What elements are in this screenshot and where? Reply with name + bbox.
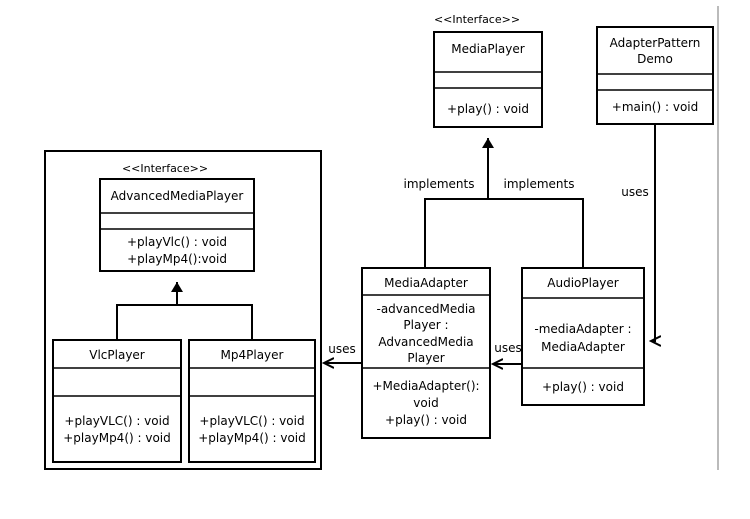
implements-connector (424, 138, 584, 268)
stereotype-label: <<Interface>> (434, 13, 520, 26)
method-play: +play() : void (542, 380, 624, 394)
class-name: AdvancedMediaPlayer (111, 189, 244, 203)
attribute-line-4: Player (407, 351, 444, 365)
class-advanced-media-player: <<Interface>> AdvancedMediaPlayer +playV… (99, 162, 255, 272)
method-constructor: +MediaAdapter(): (372, 379, 479, 393)
attribute-line-1: -mediaAdapter : (534, 322, 631, 336)
class-name: MediaAdapter (384, 276, 468, 290)
class-name: AudioPlayer (547, 276, 619, 290)
attribute-line-1: -advancedMedia (377, 302, 476, 316)
implements-connector-advanced (116, 282, 253, 340)
method-play-mp4: +playMp4() : void (63, 431, 171, 445)
attribute-line-2: MediaAdapter (541, 340, 625, 354)
uses-label-audio: uses (494, 341, 522, 355)
class-name-line-1: AdapterPattern (610, 36, 701, 50)
uses-connector-demo (651, 124, 655, 341)
class-name: VlcPlayer (89, 348, 145, 362)
implements-label-left: implements (404, 177, 475, 191)
class-name: MediaPlayer (451, 42, 524, 56)
implements-label-right: implements (504, 177, 575, 191)
method-play-mp4: +playMp4() : void (198, 431, 306, 445)
method-play-vlc: +playVlc() : void (127, 235, 227, 249)
method-main: +main() : void (612, 100, 698, 114)
class-media-player: <<Interface>> MediaPlayer +play() : void (433, 13, 543, 128)
class-mp4-player: Mp4Player +playVLC() : void +playMp4() :… (188, 339, 316, 463)
uses-label-demo: uses (621, 185, 649, 199)
attribute-line-2: Player : (403, 318, 448, 332)
method-play: +play() : void (385, 413, 467, 427)
method-play-mp4: +playMp4():void (127, 252, 227, 266)
class-media-adapter: MediaAdapter -advancedMedia Player : Adv… (361, 267, 491, 439)
uses-label-adapter: uses (328, 342, 356, 356)
method-constructor-return: void (413, 396, 438, 410)
method-play-vlc: +playVLC() : void (199, 414, 304, 428)
method-play-vlc: +playVLC() : void (64, 414, 169, 428)
class-audio-player: AudioPlayer -mediaAdapter : MediaAdapter… (521, 267, 645, 406)
class-vlc-player: VlcPlayer +playVLC() : void +playMp4() :… (52, 339, 182, 463)
class-adapter-pattern-demo: AdapterPattern Demo +main() : void (596, 26, 714, 125)
method-play: +play() : void (447, 102, 529, 116)
stereotype-label: <<Interface>> (122, 162, 208, 175)
class-name: Mp4Player (221, 348, 284, 362)
attribute-line-3: AdvancedMedia (378, 335, 473, 349)
class-name-line-2: Demo (637, 52, 673, 66)
